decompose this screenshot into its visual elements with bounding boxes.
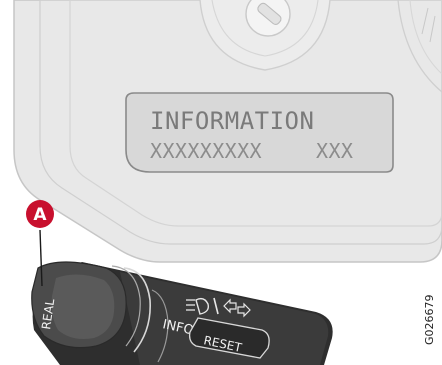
info-label: INFO: [161, 317, 195, 338]
headlight-icon: [186, 297, 219, 315]
figure-id: G026679: [423, 294, 436, 345]
turn-indicator-icon: [223, 298, 251, 318]
display-line-2-right: XXX: [316, 139, 353, 163]
callout-a-label: A: [33, 205, 47, 225]
information-display: INFORMATION XXXXXXXXX XXX: [125, 92, 394, 173]
real-thumbwheel[interactable]: REAL: [31, 261, 127, 349]
steering-stalk: REAL INFO RESET: [31, 261, 333, 365]
display-line-1: INFORMATION: [150, 107, 314, 135]
reset-button[interactable]: RESET: [188, 317, 270, 359]
callout-a: A: [26, 200, 54, 287]
real-label: REAL: [39, 298, 57, 331]
display-line-2-left: XXXXXXXXX: [150, 139, 262, 163]
